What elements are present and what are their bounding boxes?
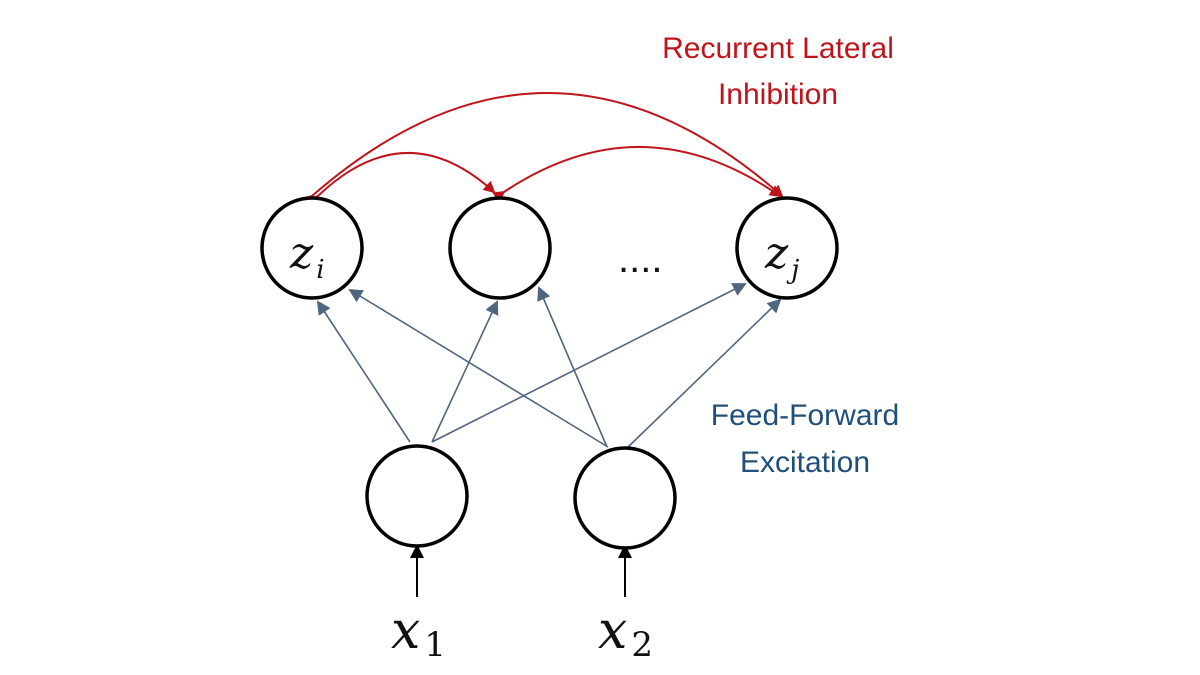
inhibition-connections (300, 92, 784, 208)
edge-x1-mid (431, 300, 499, 443)
edge-x1-zj (431, 283, 747, 443)
excitation-annotation: Feed-Forward Excitation (711, 399, 899, 479)
inhibition-label-line1: Recurrent Lateral (662, 32, 894, 65)
x1-var: x (391, 601, 420, 661)
zj-var: z (764, 228, 789, 279)
edge-x1-zi (316, 300, 411, 443)
output-neuron-zj (735, 196, 839, 300)
input-neuron-x2 (573, 446, 677, 550)
excitation-label-line1: Feed-Forward (711, 399, 899, 432)
edge-x2-mid (537, 286, 608, 448)
inhibition-arc-left-middle (306, 152, 496, 208)
excitation-label-line2: Excitation (740, 446, 870, 479)
edge-x2-zi (348, 288, 609, 448)
inhibition-label-line2: Inhibition (718, 78, 838, 111)
zi-sub: i (316, 255, 324, 285)
inhibition-arc-left-right (300, 92, 784, 208)
inhibition-arc-middle-right (492, 146, 782, 203)
x2-sub: 2 (631, 625, 653, 665)
ellipsis: .... (618, 237, 662, 281)
zi-var: z (289, 228, 314, 279)
input-neuron-x1 (365, 444, 469, 548)
x1-sub: 1 (424, 625, 446, 665)
excitation-connections (316, 283, 782, 448)
edge-x2-zj (627, 298, 782, 448)
input-arrows (410, 544, 632, 597)
output-neuron-zi (260, 196, 364, 300)
inhibition-annotation: Recurrent Lateral Inhibition (662, 32, 894, 111)
x2-var: x (598, 601, 627, 661)
output-neuron-middle (448, 196, 552, 300)
